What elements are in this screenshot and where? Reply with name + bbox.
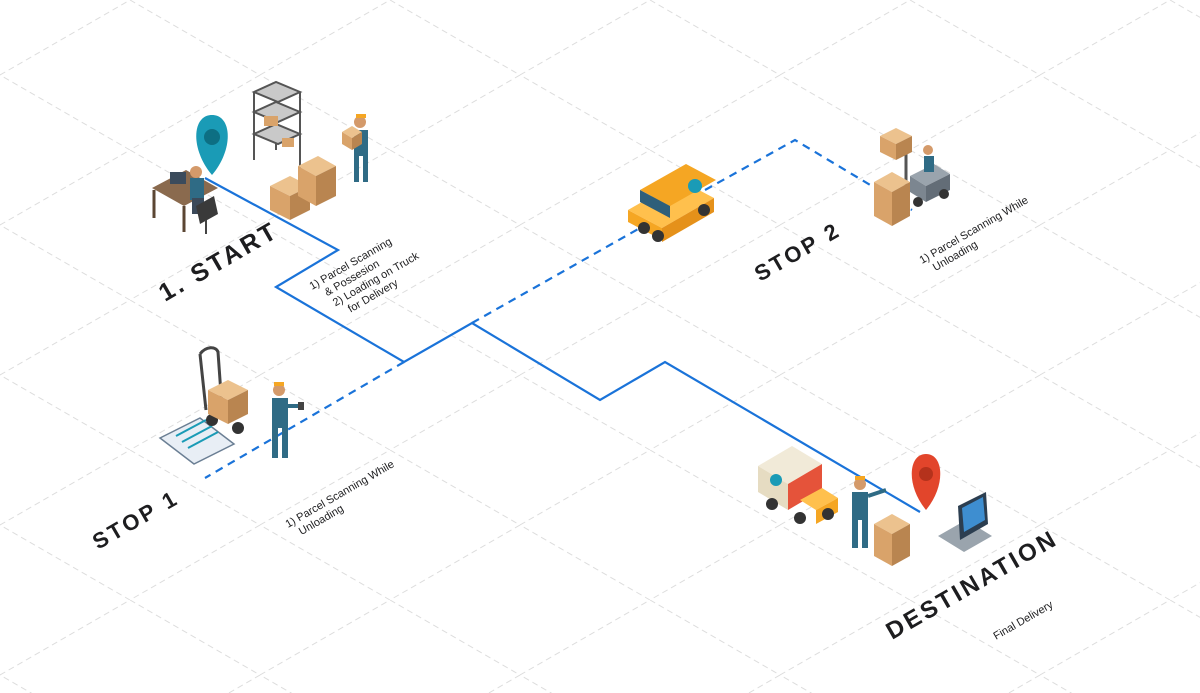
stop2-illustration [874, 128, 950, 226]
hand-truck-icon [198, 346, 248, 434]
crate-icon [874, 172, 910, 226]
forklift-icon [880, 128, 950, 207]
start-illustration [152, 80, 368, 234]
start-location-pin-icon [196, 115, 228, 175]
laptop-icon [938, 492, 992, 552]
delivery-van-icon [628, 164, 716, 242]
stop1-illustration [158, 346, 304, 465]
route-lines [204, 138, 921, 513]
delivery-truck-icon [758, 446, 838, 524]
crate-stack-icon [270, 156, 336, 220]
storage-shelf-icon [251, 80, 303, 172]
route-stop1-dashed [204, 361, 405, 479]
worker-scanning-icon [272, 382, 304, 458]
route-stop2-dashed-2 [704, 138, 913, 211]
desk-worker-icon [152, 166, 218, 234]
destination-illustration [758, 446, 992, 566]
clipboard-icon [158, 417, 236, 465]
worker-carrying-box-icon [342, 114, 368, 182]
route-start-solid [204, 177, 921, 513]
worker-pointing-icon [852, 476, 887, 548]
destination-location-pin-icon [911, 454, 941, 510]
crate-icon [874, 514, 910, 566]
route-stop2-dashed [471, 227, 641, 324]
